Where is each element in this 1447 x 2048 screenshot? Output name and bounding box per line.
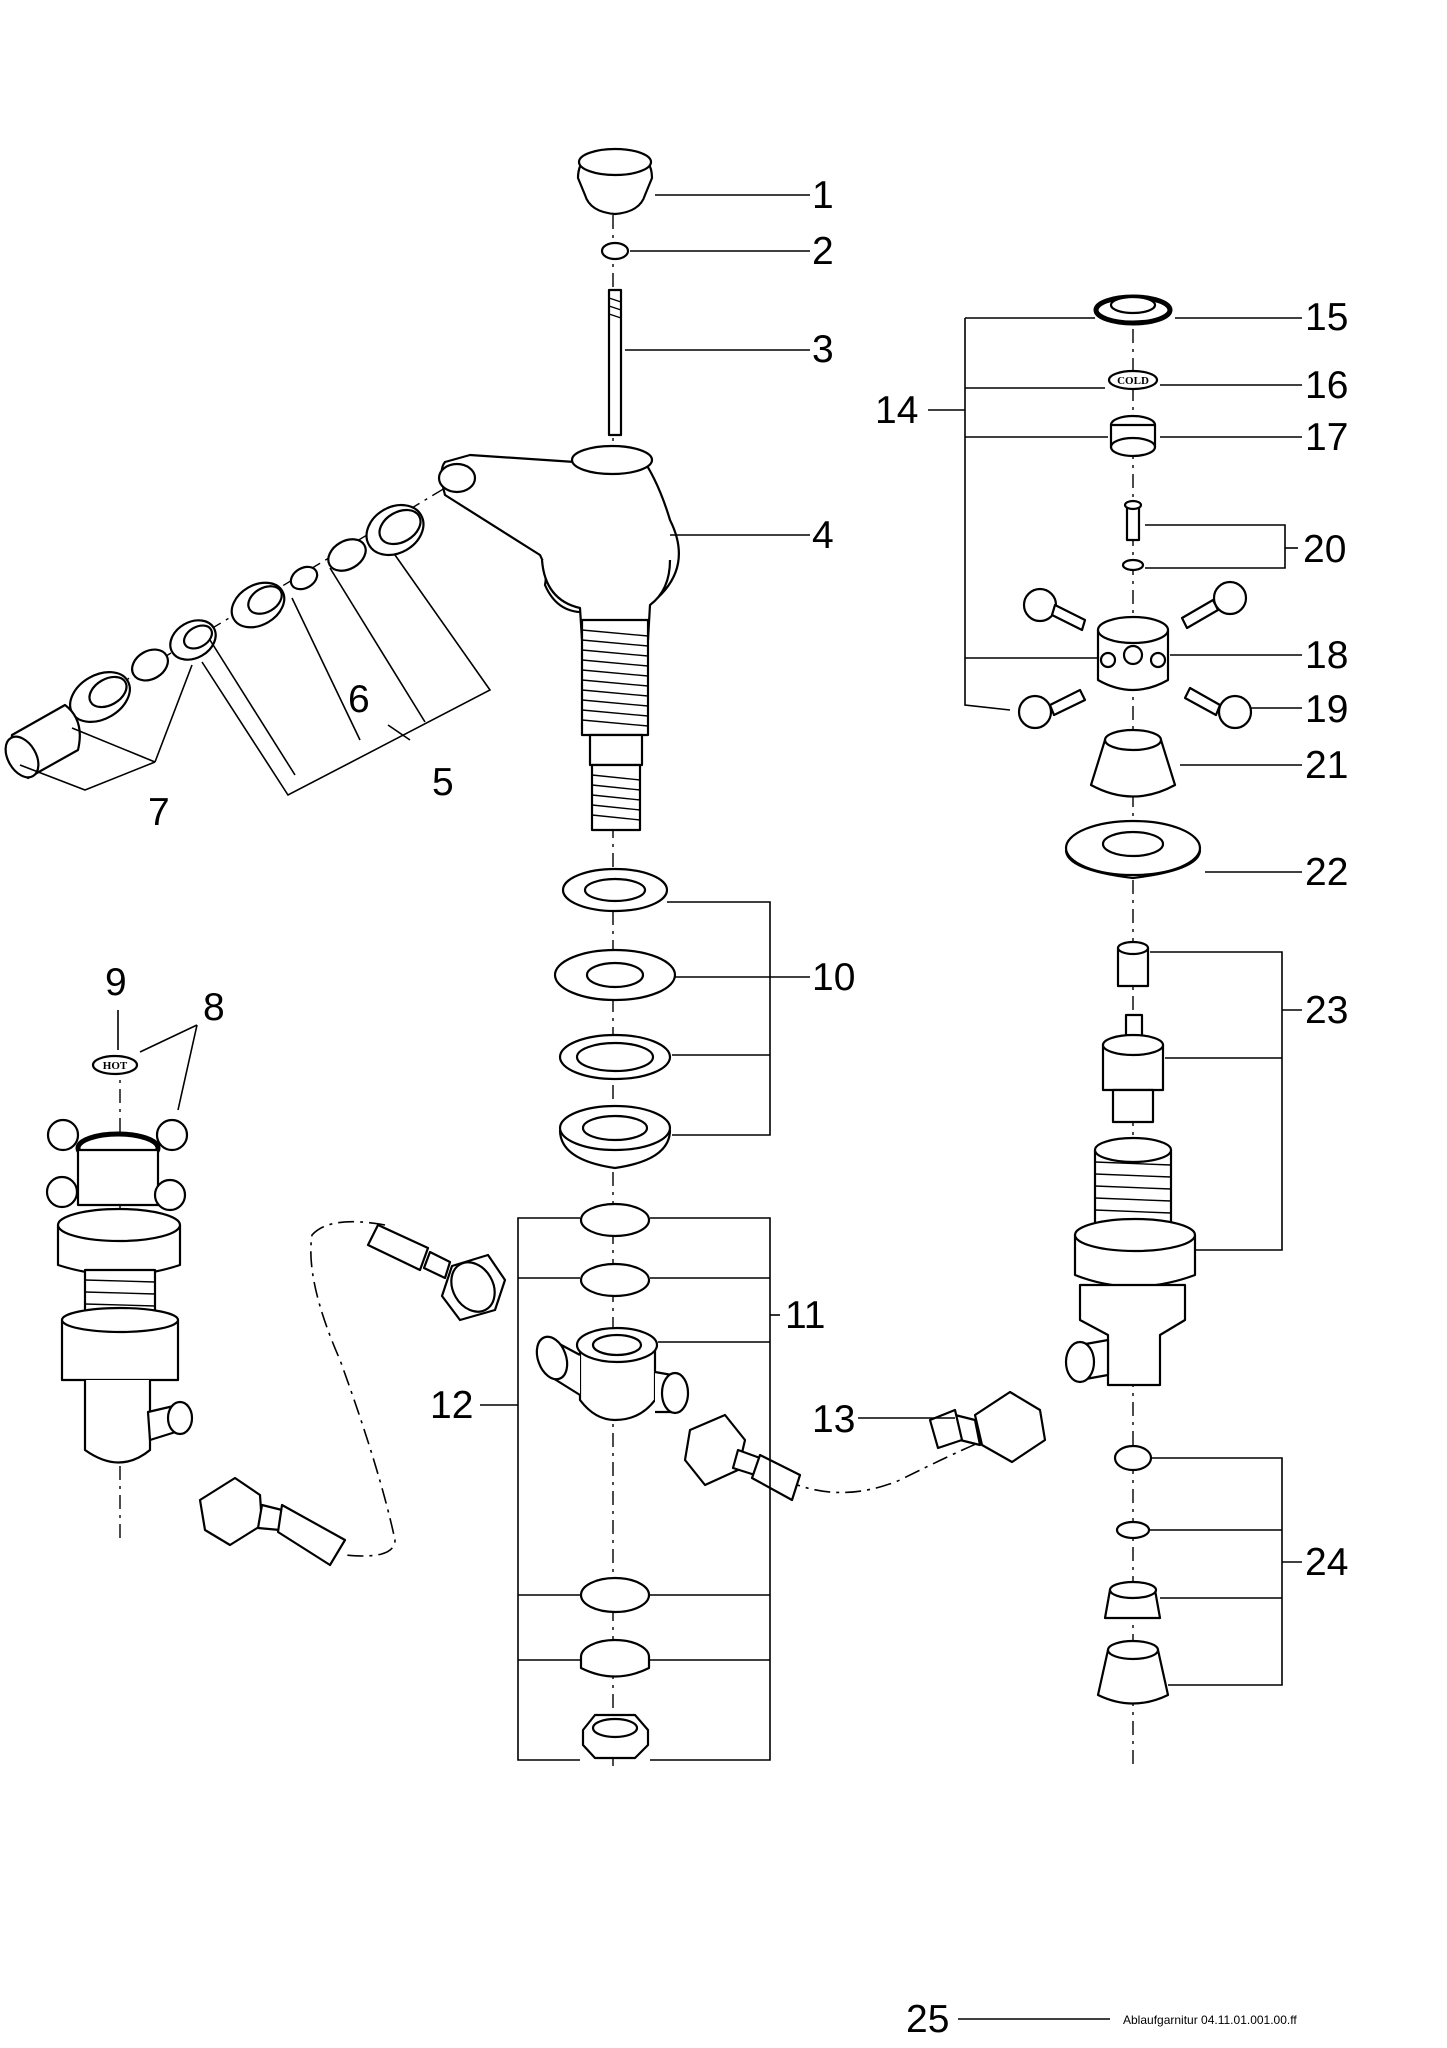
part-20-screw-washer: [1121, 499, 1145, 572]
callout-11: 11: [785, 1294, 826, 1337]
part-17-adapter: [1109, 414, 1157, 458]
callout-17: 17: [1305, 416, 1348, 459]
callout-8: 8: [203, 986, 225, 1029]
callout-19: 19: [1305, 688, 1348, 731]
part-22-rosette: [1064, 819, 1202, 880]
part-8-cross-handle: [45, 1118, 189, 1212]
part-7-aerator-cap: [4, 703, 81, 780]
part-11-ring-d: [579, 1638, 651, 1678]
callout-12: 12: [430, 1384, 473, 1427]
leader-lines: [19, 194, 1302, 2020]
part-2-washer: [600, 241, 630, 261]
part-5-aerator-ring-a: [327, 538, 367, 572]
part-10-washer-b: [553, 948, 677, 1002]
footer-reference: Ablaufgarnitur 04.11.01.001.00.ff: [1123, 2013, 1297, 2027]
callout-16: 16: [1305, 364, 1348, 407]
callout-3: 3: [812, 328, 834, 371]
callout-14: 14: [875, 389, 918, 432]
part-9-hot-badge: HOT: [91, 1054, 139, 1076]
part-5-aerator-sleeve: [169, 619, 217, 661]
part-1-knob: [576, 147, 654, 216]
callout-10: 10: [812, 956, 855, 999]
right-valve-body: [1064, 1136, 1197, 1387]
part-5-aerator-nut: [365, 503, 425, 557]
part-19-cross-knobs: [1017, 580, 1253, 730]
part-13-hose: [928, 1390, 1047, 1464]
callout-1: 1: [812, 174, 834, 217]
callout-6: 6: [348, 678, 370, 721]
callout-21: 21: [1305, 744, 1348, 787]
part-15-cap-ring: [1093, 294, 1173, 326]
callout-24: 24: [1305, 1541, 1348, 1584]
left-valve-body: [56, 1207, 194, 1464]
callout-15: 15: [1305, 296, 1348, 339]
hose-route-right: [784, 1439, 986, 1494]
part-16-cold-badge: COLD: [1107, 369, 1159, 391]
callout-25: 25: [906, 1998, 949, 2041]
callout-5: 5: [432, 761, 454, 804]
part-12-hose-center-right: [683, 1413, 802, 1502]
callout-9: 9: [105, 961, 127, 1004]
part-7-aerator-screen: [69, 671, 131, 723]
part-11-ring-a: [579, 1202, 651, 1238]
part-6-seal-ring: [289, 565, 319, 591]
part-24-fittings: [1096, 1444, 1170, 1705]
callout-23: 23: [1305, 989, 1348, 1032]
part-21-shroud: [1089, 728, 1177, 798]
svg-text:HOT: HOT: [103, 1060, 128, 1072]
part-10-washer-a: [561, 867, 669, 913]
callout-2: 2: [812, 230, 834, 273]
part-18-cross-hub: [1096, 615, 1170, 691]
hose-route-left: [310, 1220, 396, 1557]
callout-18: 18: [1305, 634, 1348, 677]
callout-22: 22: [1305, 851, 1348, 894]
callout-13: 13: [812, 1398, 855, 1441]
part-11-ring-b: [579, 1262, 651, 1298]
part-23-cartridge: [1101, 940, 1165, 1124]
callout-7: 7: [148, 791, 170, 834]
part-10-flange-nut: [558, 1104, 672, 1170]
svg-text:COLD: COLD: [1117, 375, 1149, 387]
part-12-hose-left-upper: [366, 1223, 507, 1322]
callout-20: 20: [1303, 528, 1346, 571]
part-10-washer-c: [558, 1033, 672, 1081]
part-7-ring: [131, 648, 169, 682]
callout-4: 4: [812, 514, 834, 557]
part-4-spout-body: [437, 444, 680, 832]
part-11-tee-connector: [535, 1326, 690, 1422]
part-11-hex-nut: [581, 1713, 650, 1760]
part-11-ring-c: [579, 1576, 651, 1614]
part-5-aerator-insert: [230, 581, 286, 629]
part-3-rod: [607, 288, 623, 437]
left-hose-lower: [198, 1476, 347, 1567]
